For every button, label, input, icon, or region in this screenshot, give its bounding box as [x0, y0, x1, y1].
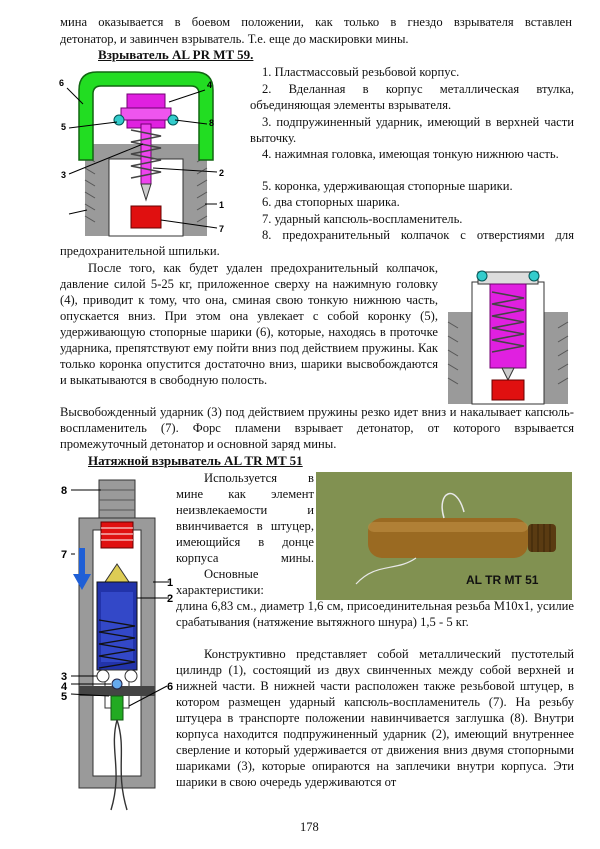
fuze-al-pr-mt59-diagram: 6 4 5 8 3 2 1 7: [59, 71, 224, 237]
fig3-label-7: 7: [61, 549, 67, 561]
photo-caption: AL TR MT 51: [466, 573, 539, 587]
item-5: 5. коронка, удерживающая стопорные шарик…: [262, 179, 513, 193]
fig1-label-1: 1: [219, 200, 224, 210]
fig3-label-6: 6: [167, 681, 173, 693]
fig1-label-6: 6: [59, 78, 64, 88]
section2-p4: Конструктивно представляет собой металли…: [176, 647, 574, 789]
section1-heading: Взрыватель AL PR MT 59.: [98, 47, 254, 62]
fig1-label-7: 7: [219, 224, 224, 234]
item-1: 1. Пластмассовый резьбовой корпус.: [262, 65, 460, 79]
section2-p3: длина 6,83 см., диаметр 1,6 см, присоеди…: [176, 599, 574, 629]
intro-line-2: детонатор, и завинчен взрыватель. Т.е. е…: [60, 32, 409, 46]
section1-paragraph-wrap: После того, как будет удален предохранит…: [60, 261, 438, 387]
item-6: 6. два стопорных шарика.: [262, 195, 400, 209]
section1-paragraph-full: Высвобожденный ударник (3) под действием…: [60, 405, 574, 451]
fig1-label-4: 4: [207, 80, 212, 90]
item-7: 7. ударный капсюль-воспламенитель.: [262, 212, 463, 226]
item-4: 4. нажимная головка, имеющая тонкую нижн…: [262, 147, 559, 161]
item-2: 2. Вделанная в корпус металлическая втул…: [250, 82, 574, 112]
fig1-label-3: 3: [61, 170, 66, 180]
fig3-label-1: 1: [167, 577, 173, 589]
page-number: 178: [300, 820, 319, 834]
fig3-label-3: 3: [61, 671, 67, 683]
fig3-label-2: 2: [167, 593, 173, 605]
section2-p2: Основные характеристики:: [176, 567, 264, 597]
fig3-label-5: 5: [61, 691, 67, 703]
fig1-label-5: 5: [61, 122, 66, 132]
section2-heading: Натяжной взрыватель AL TR MT 51: [88, 453, 303, 468]
intro-line-1: мина оказывается в боевом положении, как…: [60, 15, 572, 29]
fuze-al-tr-mt51-photo: AL TR MT 51: [316, 472, 572, 600]
fuze-triggered-diagram: [447, 270, 569, 405]
section2-p1: Используется в мине как элемент неизвлек…: [176, 471, 314, 565]
item-3: 3. подпружиненный ударник, имеющий в вер…: [250, 115, 574, 145]
fig3-label-8: 8: [61, 485, 67, 497]
item-8: 8. предохранительный колпачок с отверсти…: [60, 228, 574, 258]
fig1-label-2: 2: [219, 168, 224, 178]
fig3-label-4: 4: [61, 681, 68, 693]
fuze-al-tr-mt51-diagram: 8 7 1 2 3 4 5 6: [61, 479, 173, 811]
fig1-label-8: 8: [209, 118, 214, 128]
